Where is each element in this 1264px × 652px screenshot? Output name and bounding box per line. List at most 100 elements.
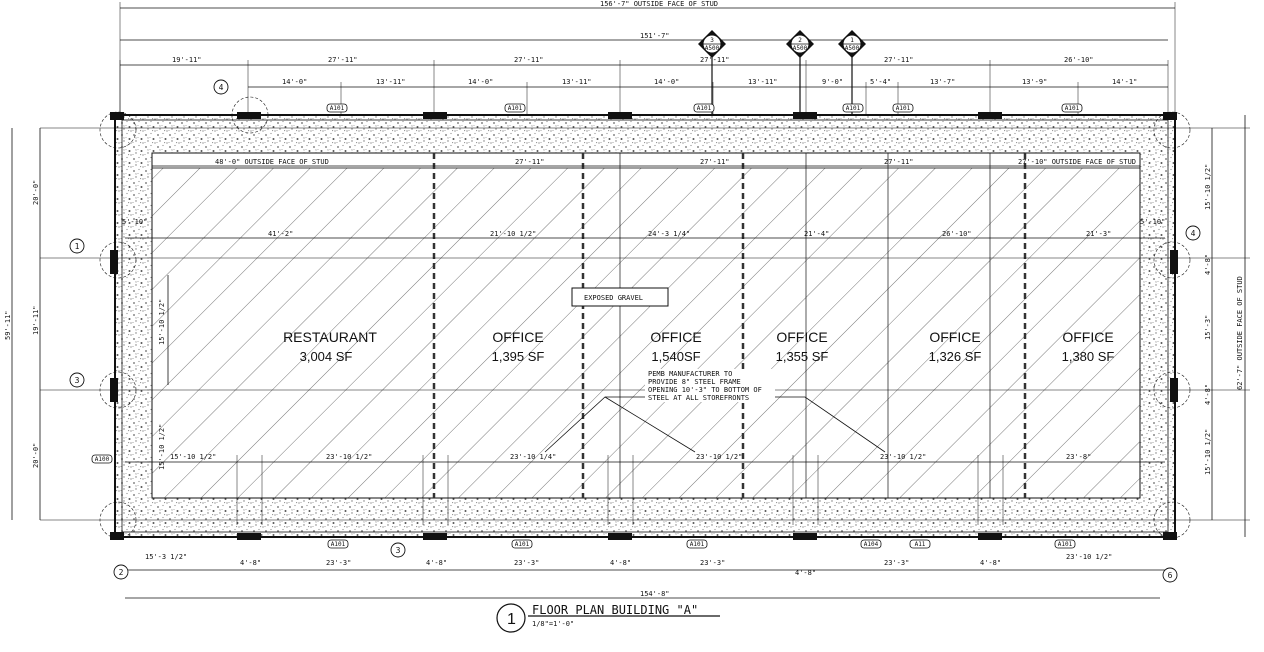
storefront-0: 15'-10 1/2" [170,453,216,461]
top-seg-4: 27'-11" [884,56,914,64]
bottom-tag-0-text: A101 [331,541,346,548]
room-office-3[interactable]: OFFICE 1,355 SF [776,329,829,364]
inner-top-2: 27'-11" [700,158,730,166]
section-marker-3[interactable]: 3 A500 [698,30,726,118]
left-seg-2: 20'-0" [32,443,40,468]
bottom-small-1: 4'-8" [426,559,447,567]
bottom-tag-3-text: A104 [864,541,879,548]
steel-note-line-3: STEEL AT ALL STOREFRONTS [648,394,749,402]
interior-row-1: 21'-10 1/2" [490,230,536,238]
column-lines [619,153,991,498]
bottom-tag-0: A101 [327,539,349,549]
bottom-seg-2: 23'-3" [514,559,539,567]
top-sub-5: 13'-11" [748,78,778,86]
room-area-5: 1,380 SF [1062,349,1115,364]
exposed-gravel-text: EXPOSED GRAVEL [584,294,643,302]
steel-note-line-2: OPENING 10'-3" TO BOTTOM OF [648,386,762,394]
overall-top-dim-text: 156'-7" OUTSIDE FACE OF STUD [600,0,718,8]
grid-bubble-3-bottom[interactable]: 3 [390,542,406,558]
inner-top-dimension: 48'-0" OUTSIDE FACE OF STUD 27'-11" 27'-… [152,158,1140,167]
top-segment-dimension: 19'-11" 27'-11" 27'-11" 27'-11" 27'-11" … [119,56,1169,118]
section-marker-1[interactable]: 1 A500 [838,30,866,118]
top-overall-dimension: 156'-7" OUTSIDE FACE OF STUD [119,0,1176,118]
top-window-tags: A101 A101 A101 A101 A101 A101 [326,103,1083,113]
right-seg-1: 4'-8" [1204,254,1212,275]
grid-bubble-4-top[interactable]: 4 [213,79,229,95]
bottom-overall-text: 154'-8" [640,590,670,598]
room-area-1: 1,395 SF [492,349,545,364]
top-sub-8: 13'-7" [930,78,955,86]
bottom-tag-1-text: A101 [515,541,530,548]
right-seg-0: 15'-10 1/2" [1204,164,1212,210]
section-1-sheet: A500 [845,45,860,52]
grid-bubble-3-left[interactable]: 3 [69,372,85,388]
bottom-small-3: 4'-8" [795,569,816,577]
right-seg-4: 15'-10 1/2" [1204,429,1212,475]
top-tag-5-text: A101 [1065,105,1080,112]
section-3-sheet: A500 [705,45,720,52]
second-top-dim-text: 151'-7" [640,32,670,40]
grid-bubble-6[interactable]: 6 [1162,567,1178,583]
right-seg-3: 4'-8" [1204,384,1212,405]
top-sub-10: 14'-1" [1112,78,1137,86]
title-name: FLOOR PLAN BUILDING "A" [532,603,698,617]
bottom-seg-1: 23'-3" [326,559,351,567]
bottom-tag-4-text: A11 [915,541,926,548]
left-dimensions: 59'-11" 20'-0" 19'-11" 20'-0" 15'-10 1/2… [4,128,169,520]
top-subsegment-dimension: 14'-0" 13'-11" 14'-0" 13'-11" 14'-0" 13'… [248,78,1168,118]
left-seg-0: 20'-0" [32,180,40,205]
drawing-title: 1 FLOOR PLAN BUILDING "A" 1/8"=1'-0" [496,603,720,633]
grid-bubble-4-right[interactable]: 4 [1185,225,1201,241]
room-name-0: RESTAURANT [283,329,377,345]
bottom-tag-3: A104 [860,539,882,549]
title-number: 1 [507,611,516,628]
top-tag-5: A101 [1061,103,1083,113]
grid-bubble-2-text: 2 [119,568,124,577]
bottom-small-4: 4'-8" [980,559,1001,567]
left-inner-small-0: 5'-10" [122,218,147,226]
top-tag-3: A101 [842,103,864,113]
bottom-tag-2-text: A101 [690,541,705,548]
top-tag-1: A101 [504,103,526,113]
room-area-0: 3,004 SF [300,349,353,364]
hatched-floor [151,167,1141,499]
top-seg-2: 27'-11" [514,56,544,64]
interior-row-2: 24'-3 1/4" [648,230,690,238]
top-tag-2-text: A101 [697,105,712,112]
top-sub-2: 14'-0" [468,78,493,86]
right-seg-2: 15'-3" [1204,315,1212,340]
left-inner-small-1: 15'-10 1/2" [158,424,166,470]
top-seg-3: 27'-11" [700,56,730,64]
bottom-tag-1: A101 [511,539,533,549]
grid-bubble-1-text: 1 [75,242,80,251]
interior-row-4: 26'-10" [942,230,972,238]
storefront-1: 23'-10 1/2" [326,453,372,461]
room-office-2[interactable]: OFFICE 1,540SF [650,329,701,364]
inner-top-3: 27'-11" [884,158,914,166]
top-seg-0: 19'-11" [172,56,202,64]
right-overall-text: 62'-7" OUTSIDE FACE OF STUD [1236,276,1244,390]
detail-callouts [99,96,1191,539]
bottom-window-tags: A101 A101 A101 A104 A11 A101 A100 [91,454,1076,549]
inner-top-4: 27'-10" OUTSIDE FACE OF STUD [1018,158,1136,166]
top-seg-5: 26'-10" [1064,56,1094,64]
section-marker-2[interactable]: 2 A500 [786,30,814,118]
top-tag-3-text: A101 [846,105,861,112]
room-office-5[interactable]: OFFICE 1,380 SF [1062,329,1115,364]
top-sub-6: 9'-0" [822,78,843,86]
inner-top-0: 48'-0" OUTSIDE FACE OF STUD [215,158,329,166]
room-name-1: OFFICE [492,329,543,345]
grid-bubble-1[interactable]: 1 [69,238,85,254]
grid-bubble-2[interactable]: 2 [113,564,129,580]
room-office-4[interactable]: OFFICE 1,326 SF [929,329,982,364]
top-sub-0: 14'-0" [282,78,307,86]
room-name-5: OFFICE [1062,329,1113,345]
room-office-1[interactable]: OFFICE 1,395 SF [492,329,545,364]
section-1-number: 1 [850,37,854,44]
interior-row-0: 41'-2" [268,230,293,238]
room-restaurant[interactable]: RESTAURANT 3,004 SF [283,329,377,364]
grid-bubble-4-right-text: 4 [1191,229,1196,238]
top-tag-4: A101 [892,103,914,113]
top-tag-0-text: A101 [330,105,345,112]
